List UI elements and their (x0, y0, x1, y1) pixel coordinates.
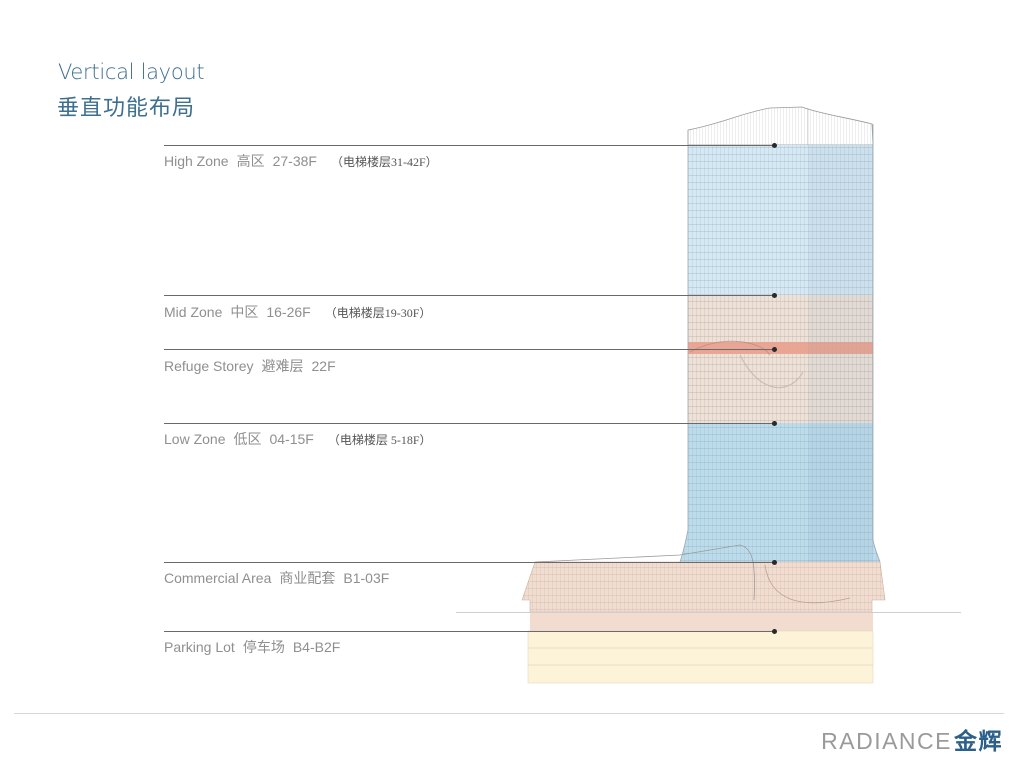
leader-line (164, 631, 774, 632)
zone-elevator-floors: （电梯楼层31-42F） (330, 155, 438, 169)
zone-name-zh: 停车场 (242, 639, 285, 655)
zone-label: Commercial Area 商业配套 B1-03F (164, 568, 389, 588)
zone-name-zh: 低区 (233, 431, 262, 447)
page-title-zh: 垂直功能布局 (57, 96, 196, 121)
zone-name-zh: 商业配套 (279, 570, 336, 586)
marker-dot (772, 293, 777, 298)
zone-elevator-floors: （电梯楼层 5-18F） (327, 433, 432, 447)
zone-name-en: Parking Lot (164, 639, 235, 655)
zone-name-zh: 避难层 (261, 358, 304, 374)
leader-line (164, 349, 774, 350)
zone-name-en: Commercial Area (164, 570, 272, 586)
brand-name-zh: 金辉 (954, 729, 1003, 755)
zone-name-zh: 高区 (236, 153, 265, 169)
zone-label: Mid Zone 中区 16-26F （电梯楼层19-30F） (164, 302, 431, 322)
leader-line (164, 562, 774, 563)
marker-dot (772, 143, 777, 148)
zone-name-zh: 中区 (230, 304, 259, 320)
zone-elevator-floors: （电梯楼层19-30F） (324, 306, 432, 320)
zone-name-en: Refuge Storey (164, 358, 254, 374)
footer-divider (14, 713, 1004, 714)
brand-logo: RADIANCE金辉 (821, 722, 1003, 756)
marker-dot (772, 560, 777, 565)
page-title-en: Vertical layout (58, 60, 205, 84)
zone-name-en: High Zone (164, 153, 229, 169)
zone-floors: 22F (311, 358, 336, 374)
zone-floors: 04-15F (269, 431, 314, 447)
leader-line (164, 295, 774, 296)
zone-floors: 27-38F (272, 153, 317, 169)
zone-floors: 16-26F (266, 304, 311, 320)
marker-dot (772, 421, 777, 426)
zone-label: High Zone 高区 27-38F （电梯楼层31-42F） (164, 151, 438, 171)
marker-dot (772, 347, 777, 352)
zone-label: Parking Lot 停车场 B4-B2F (164, 637, 340, 657)
leader-line (164, 423, 774, 424)
zone-name-en: Mid Zone (164, 304, 223, 320)
leader-line (164, 145, 774, 146)
zone-name-en: Low Zone (164, 431, 226, 447)
zone-label: Low Zone 低区 04-15F （电梯楼层 5-18F） (164, 429, 432, 449)
zone-label: Refuge Storey 避难层 22F (164, 356, 336, 376)
zone-floors: B1-03F (343, 570, 390, 586)
marker-dot (772, 629, 777, 634)
zone-floors: B4-B2F (292, 639, 341, 655)
brand-name-en: RADIANCE (821, 728, 952, 754)
ground-line (456, 612, 961, 613)
